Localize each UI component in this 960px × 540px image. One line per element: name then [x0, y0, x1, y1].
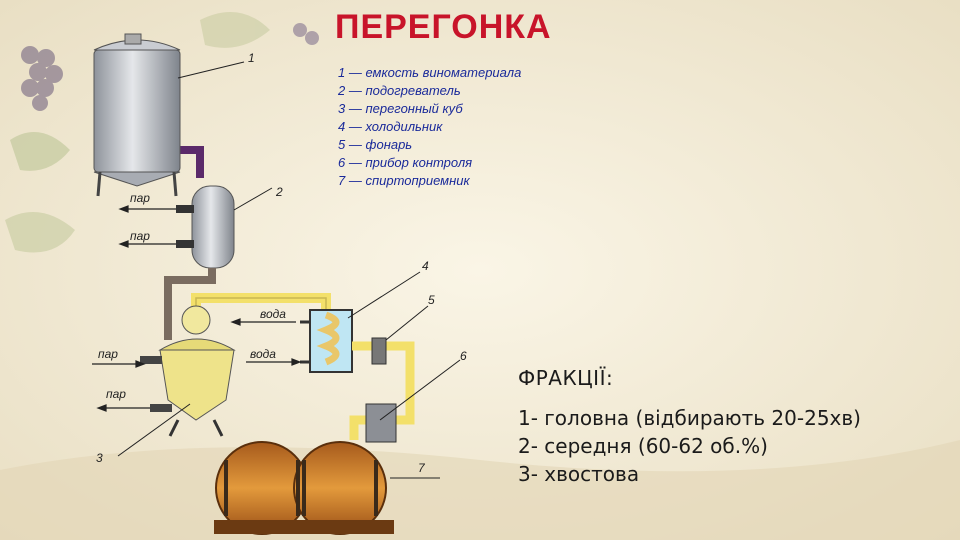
leader-lines: [117, 61, 461, 479]
label-7: 7: [418, 461, 426, 475]
label-2: 2: [275, 185, 283, 199]
label-5: 5: [428, 293, 435, 307]
fraction-item: 1- головна (відбирають 20-25хв): [518, 406, 861, 430]
legend-item: 7 — спиртоприемник: [338, 173, 470, 188]
fractions-heading: ФРАКЦІЇ:: [518, 366, 614, 390]
steam-label: пар: [106, 387, 126, 401]
flow-arrows: [92, 205, 302, 412]
condenser: [300, 309, 353, 373]
fraction-item: 3- хвостова: [518, 462, 640, 486]
heater: [176, 185, 235, 269]
label-4: 4: [422, 259, 429, 273]
control-device: [365, 403, 397, 443]
wine-feed-pipe: [178, 146, 204, 178]
legend-item: 3 — перегонный куб: [338, 101, 463, 116]
legend-item: 5 — фонарь: [338, 137, 413, 152]
page-title: ПЕРЕГОНКА: [335, 8, 552, 46]
legend-item: 6 — прибор контроля: [338, 155, 473, 170]
label-6: 6: [460, 349, 467, 363]
grape-decoration: [5, 12, 319, 253]
label-1: 1: [248, 51, 255, 65]
heater-to-still-pipe: [164, 268, 216, 340]
label-3: 3: [96, 451, 103, 465]
equipment-legend: 1 — емкость виноматериала 2 — подогреват…: [338, 64, 521, 190]
fractions-block: ФРАКЦІЇ: 1- головна (відбирають 20-25хв)…: [518, 366, 861, 488]
lantern: [371, 337, 387, 365]
steam-label: пар: [130, 191, 150, 205]
legend-item: 1 — емкость виноматериала: [338, 65, 522, 80]
still-pot: [140, 305, 236, 437]
steam-label: пар: [98, 347, 118, 361]
legend-item: 2 — подогреватель: [338, 83, 461, 98]
water-label: вода: [260, 307, 286, 321]
steam-label: пар: [130, 229, 150, 243]
wine-tank: [93, 33, 181, 197]
water-label: вода: [250, 347, 276, 361]
fraction-item: 2- середня (60-62 об.%): [518, 434, 768, 458]
receiver-barrels: [214, 441, 394, 535]
legend-item: 4 — холодильник: [338, 119, 443, 134]
